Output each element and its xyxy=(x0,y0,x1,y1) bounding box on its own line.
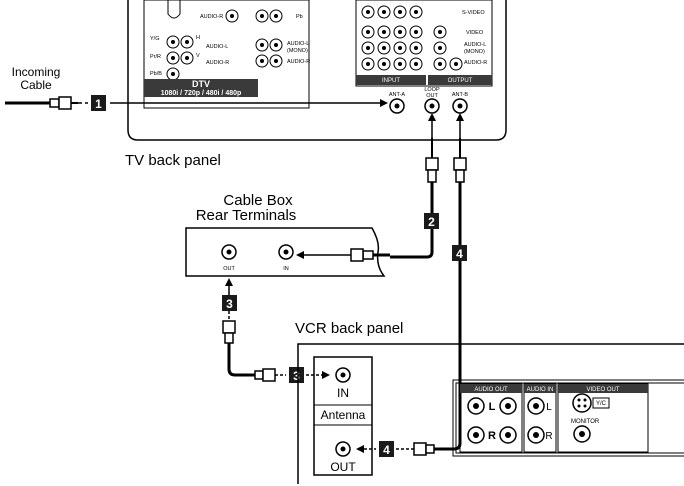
tv-loop-out-label-2: OUT xyxy=(426,93,438,99)
tv-ant-b-label: ANT-B xyxy=(452,92,469,98)
vcr-audio-in-label: AUDIO IN xyxy=(527,387,554,393)
tv-output-label: OUTPUT xyxy=(448,78,473,84)
step-4-badge-top: 4 xyxy=(452,245,467,261)
coax-connector-ant-b xyxy=(453,138,467,183)
tv-jack-label: AUDIO-R xyxy=(206,60,229,66)
vcr-svideo-jack xyxy=(572,393,592,413)
tv-row-label-pbb: Pb/B xyxy=(150,71,162,77)
vcr-antenna-label: Antenna xyxy=(321,408,366,422)
tv-back-panel: AUDIO-R Pb Y/G Pr/R Pb/B H AUDIO-L V AUD… xyxy=(127,0,507,141)
vcr-out-jack xyxy=(335,441,351,457)
step-3-number: 3 xyxy=(293,369,300,383)
vcr-panel-outline xyxy=(297,343,684,484)
step-2-badge: 2 xyxy=(424,213,439,229)
incoming-cable-connector xyxy=(5,96,78,110)
tv-left-jacks xyxy=(166,0,283,81)
tv-jack-label: AUDIO-R xyxy=(464,60,487,66)
tv-jack-label: AUDIO-L xyxy=(206,44,228,50)
vcr-back-panel-label: VCR back panel xyxy=(295,320,403,337)
vcr-audio-out-jacks xyxy=(467,397,517,444)
cable-box-title-2: Rear Terminals xyxy=(196,207,297,224)
tv-jack-label: Pb xyxy=(296,14,303,20)
vcr-video-out-label: VIDEO OUT xyxy=(586,387,619,393)
coax-connector-vcr-out xyxy=(413,442,435,456)
tv-jack-label: (MONO) xyxy=(287,48,308,54)
step-4-number: 4 xyxy=(456,247,463,261)
tv-jack-label: H xyxy=(196,35,200,41)
vcr-in-label: IN xyxy=(337,386,349,400)
cable-box-out-jack xyxy=(221,244,237,260)
coax-connector-vcr-in xyxy=(254,368,276,382)
incoming-cable-label-2: Cable xyxy=(20,78,52,92)
tv-ant-b-jack xyxy=(452,98,468,114)
step-3-number: 3 xyxy=(226,297,233,311)
step-4-number: 4 xyxy=(383,443,390,457)
step-4-badge-bottom: 4 xyxy=(379,441,394,457)
incoming-cable-label: Incoming xyxy=(12,65,61,79)
vcr-in-jack xyxy=(335,367,351,383)
vcr-audio-in-r: R xyxy=(545,431,552,442)
tv-jack-label: VIDEO xyxy=(466,30,484,36)
tv-jack-label: (MONO) xyxy=(464,49,485,55)
cable-box-in-jack xyxy=(278,244,294,260)
tv-jack-label: AUDIO-R xyxy=(287,59,310,65)
vcr-audio-in-jacks xyxy=(527,397,545,444)
step-1-badge: 1 xyxy=(91,95,106,111)
vcr-monitor-label: MONITOR xyxy=(571,419,600,425)
vcr-audio-out-r: R xyxy=(488,430,496,442)
vcr-video-jack xyxy=(573,425,591,443)
tv-loop-out-label: LOOP xyxy=(424,87,440,93)
tv-jack-label: S-VIDEO xyxy=(462,10,485,16)
arrow-head xyxy=(322,371,330,379)
tv-jack-label: AUDIO-R xyxy=(200,14,223,20)
step-3-badge-bottom: 3 xyxy=(289,367,304,383)
tv-ant-a-jack xyxy=(389,98,405,114)
vcr-out-label: OUT xyxy=(330,460,356,474)
vcr-antenna-block xyxy=(313,356,373,476)
step-1-number: 1 xyxy=(95,97,102,111)
arrow-head xyxy=(456,113,464,121)
coax-connector-box-in xyxy=(350,248,390,262)
tv-right-jacks xyxy=(361,5,463,71)
coax-connector-loop-out xyxy=(425,138,439,183)
tv-ant-a-label: ANT-A xyxy=(389,92,406,98)
tv-dtv-modes: 1080i / 720p / 480i / 480p xyxy=(161,90,242,97)
arrow-head xyxy=(296,251,304,259)
vcr-audio-out-l: L xyxy=(489,401,496,413)
cable-box-out-label: OUT xyxy=(223,266,235,272)
tv-back-panel-label: TV back panel xyxy=(125,152,221,169)
arrow-head xyxy=(428,113,436,121)
tv-input-label: INPUT xyxy=(382,78,400,84)
tv-row-label-yg: Y/G xyxy=(150,36,159,42)
tv-jack-label: AUDIO-L xyxy=(464,42,486,48)
arrow-head xyxy=(356,445,364,453)
cable-box-in-label: IN xyxy=(283,266,289,272)
step-2-number: 2 xyxy=(428,215,435,229)
step-3-badge-top: 3 xyxy=(222,295,237,311)
arrow-head xyxy=(225,278,233,286)
tv-dtv-label: DTV xyxy=(192,79,210,89)
vcr-video-out-block xyxy=(557,383,649,453)
tv-loop-out-jack xyxy=(424,98,440,114)
vcr-audio-out-label: AUDIO OUT xyxy=(474,387,508,393)
coax-connector-box-out xyxy=(222,320,236,344)
tv-jack-label: V xyxy=(196,53,200,59)
tv-row-label-prr: Pr/R xyxy=(150,54,161,60)
arrow-head xyxy=(380,99,388,107)
tv-jack-label: AUDIO-L xyxy=(287,41,309,47)
cable-box-title: Cable Box xyxy=(223,192,293,209)
vcr-ycr-label: Y/C xyxy=(596,401,607,407)
cable-box-panel xyxy=(185,227,386,277)
vcr-audio-in-l: L xyxy=(546,402,552,413)
